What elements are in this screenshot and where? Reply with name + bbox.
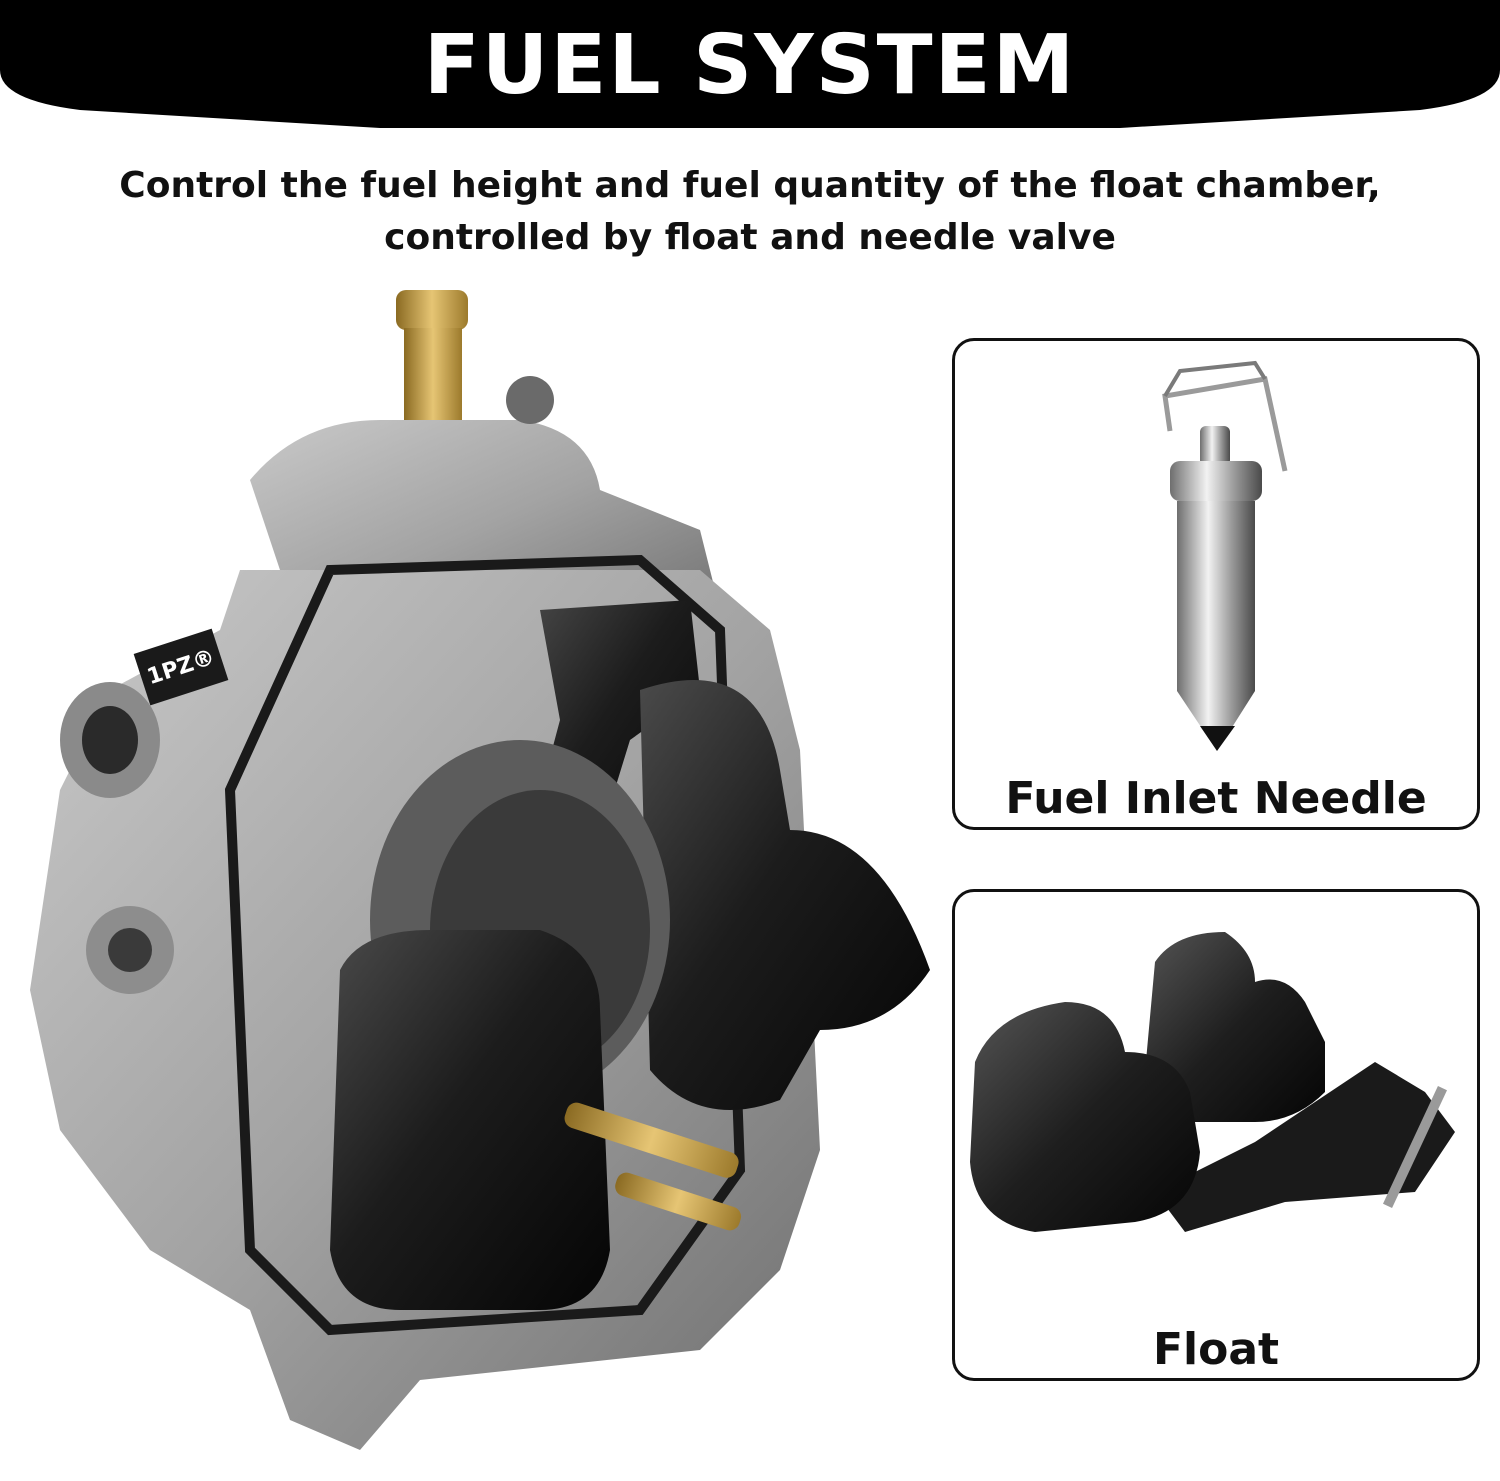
carburetor-drawing: [30, 290, 930, 1450]
needle-drawing: [1162, 360, 1288, 751]
description-line-1: Control the fuel height and fuel quantit…: [119, 165, 1381, 206]
banner-shape: [0, 0, 1500, 128]
float-label: Float: [1152, 1324, 1280, 1375]
header-banner: FUEL SYSTEM: [0, 0, 1500, 132]
description-line-2: controlled by float and needle valve: [384, 217, 1116, 258]
needle-label: Fuel Inlet Needle: [1005, 773, 1427, 824]
carburetor-illustration: 1PZ®: [0, 270, 950, 1477]
float-panel: Float: [952, 889, 1480, 1381]
page-title: FUEL SYSTEM: [423, 18, 1077, 113]
needle-panel: Fuel Inlet Needle: [952, 338, 1480, 830]
description: Control the fuel height and fuel quantit…: [100, 160, 1400, 264]
float-drawing: [970, 932, 1455, 1232]
